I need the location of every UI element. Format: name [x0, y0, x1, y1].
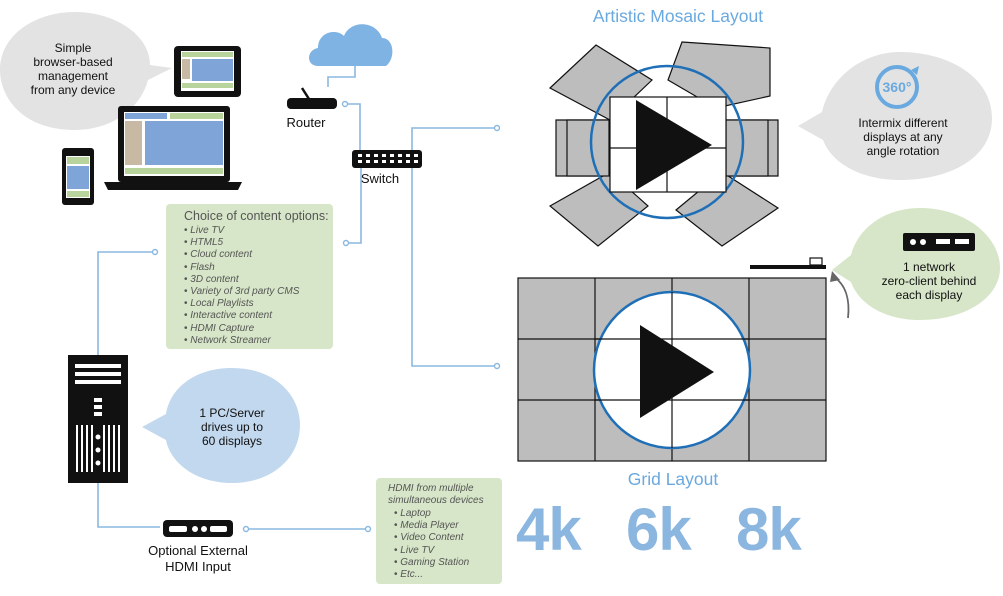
bubble-line: Intermix different: [858, 116, 948, 130]
list-item: Gaming Station: [394, 557, 502, 569]
resolution-6k: 6k: [626, 496, 692, 563]
content-options-heading: Choice of content options:: [184, 209, 329, 223]
resolution-8k: 8k: [736, 496, 802, 563]
heading-line: simultaneous devices: [388, 495, 484, 506]
hdmi-capture-device-icon: [163, 520, 233, 537]
list-item: Local Playlists: [184, 298, 333, 310]
bubble-browser-text: Simple browser-based management from any…: [10, 41, 136, 97]
switch-grid-line: [411, 157, 497, 367]
bubble-line: displays at any: [863, 130, 943, 144]
list-item: HTML5: [184, 237, 333, 249]
bubble-line: browser-based: [33, 55, 113, 69]
zero-client-icon: [903, 233, 975, 251]
bubble-line: Simple: [54, 41, 92, 55]
list-item: Flash: [184, 262, 333, 274]
rotation-360-icon: [875, 65, 919, 109]
list-item: Media Player: [394, 520, 502, 532]
pc-tower-icon: [68, 355, 128, 483]
cloud-icon: [309, 24, 393, 66]
list-item: Network Streamer: [184, 335, 333, 347]
list-item: Live TV: [184, 225, 333, 237]
content-pc-line: [97, 251, 155, 355]
mosaic-layout-title: Artistic Mosaic Layout: [592, 6, 764, 26]
heading-line: HDMI from multiple: [388, 483, 474, 494]
grid-layout-title: Grid Layout: [627, 469, 719, 489]
content-options-panel: Choice of content options: Live TV HTML5…: [166, 204, 333, 349]
switch-mosaic-line: [411, 127, 497, 157]
hdmi-input-label: Optional External HDMI Input: [130, 543, 266, 575]
bubble-browser: [0, 12, 172, 130]
label-line: HDMI Input: [165, 559, 231, 574]
bubble-line: 1 network: [902, 260, 956, 274]
phone-icon: [62, 148, 94, 205]
cloud-router-line: [327, 60, 356, 87]
switch-label: Switch: [360, 171, 400, 186]
bubble-line: zero-client behind: [881, 274, 977, 288]
list-item: Etc...: [394, 569, 502, 581]
list-item: Cloud content: [184, 249, 333, 261]
line-endpoints: [151, 100, 501, 533]
switch-icon: [352, 150, 422, 168]
list-item: Interactive content: [184, 310, 333, 322]
router-label: Router: [286, 115, 326, 130]
router-icon: [287, 87, 337, 109]
list-item: 3D content: [184, 274, 333, 286]
display-mount-bar: [750, 257, 826, 269]
hdmi-sources-list: Laptop Media Player Video Content Live T…: [376, 508, 502, 581]
bubble-pc-server-text: 1 PC/Server drives up to 60 displays: [180, 406, 284, 448]
content-options-list: Live TV HTML5 Cloud content Flash 3D con…: [166, 225, 333, 347]
bubble-line: each display: [895, 288, 963, 302]
pc-hdmi-line: [97, 482, 160, 528]
bubble-rotation: [798, 52, 992, 180]
bubble-line: 1 PC/Server: [199, 406, 265, 420]
connection-lines: [97, 60, 497, 530]
list-item: Video Content: [394, 532, 502, 544]
curved-arrow-icon: [833, 276, 850, 319]
switch-content-line: [346, 168, 362, 244]
list-item: HDMI Capture: [184, 323, 333, 335]
bubble-line: 60 displays: [201, 434, 263, 448]
list-item: Variety of 3rd party CMS: [184, 286, 333, 298]
resolution-4k: 4k: [516, 496, 582, 563]
router-switch-line: [345, 103, 361, 150]
grid-layout: [517, 277, 827, 462]
bubble-zero-client-text: 1 network zero-client behind each displa…: [864, 260, 994, 302]
label-line: Optional External: [148, 543, 248, 558]
laptop-icon: [104, 106, 242, 190]
list-item: Laptop: [394, 508, 502, 520]
bubble-pc-server: [142, 368, 300, 483]
tablet-icon: [174, 46, 241, 97]
curved-arrow-head: [830, 271, 840, 282]
bubble-rotation-text: Intermix different displays at any angle…: [838, 116, 968, 158]
bubble-line: drives up to: [200, 420, 264, 434]
bubble-line: angle rotation: [866, 144, 940, 158]
hdmi-sources-heading: HDMI from multiple simultaneous devices: [376, 478, 502, 507]
mosaic-layout: [548, 41, 780, 247]
list-item: Live TV: [394, 545, 502, 557]
hdmi-sources-panel: HDMI from multiple simultaneous devices …: [376, 478, 502, 584]
bubble-line: management: [37, 69, 109, 83]
bubble-line: from any device: [30, 83, 116, 97]
rotation-360-label: 360°: [882, 79, 912, 95]
